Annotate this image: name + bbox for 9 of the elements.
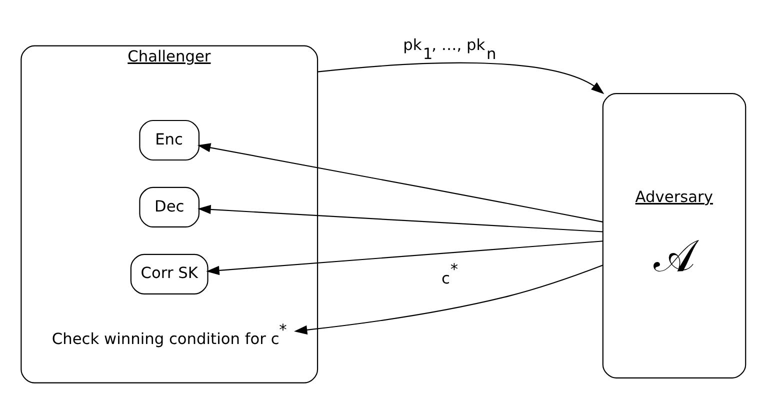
node-box: Dec [139, 186, 200, 228]
arrow [198, 204, 603, 232]
arrow [317, 62, 604, 94]
node-box: Enc [139, 119, 200, 160]
arrow [197, 142, 603, 222]
arrow [206, 240, 603, 275]
arrow [294, 264, 603, 334]
node-box: Adversary 𝒜 [602, 92, 746, 378]
node-box: Corr SK [130, 253, 208, 294]
